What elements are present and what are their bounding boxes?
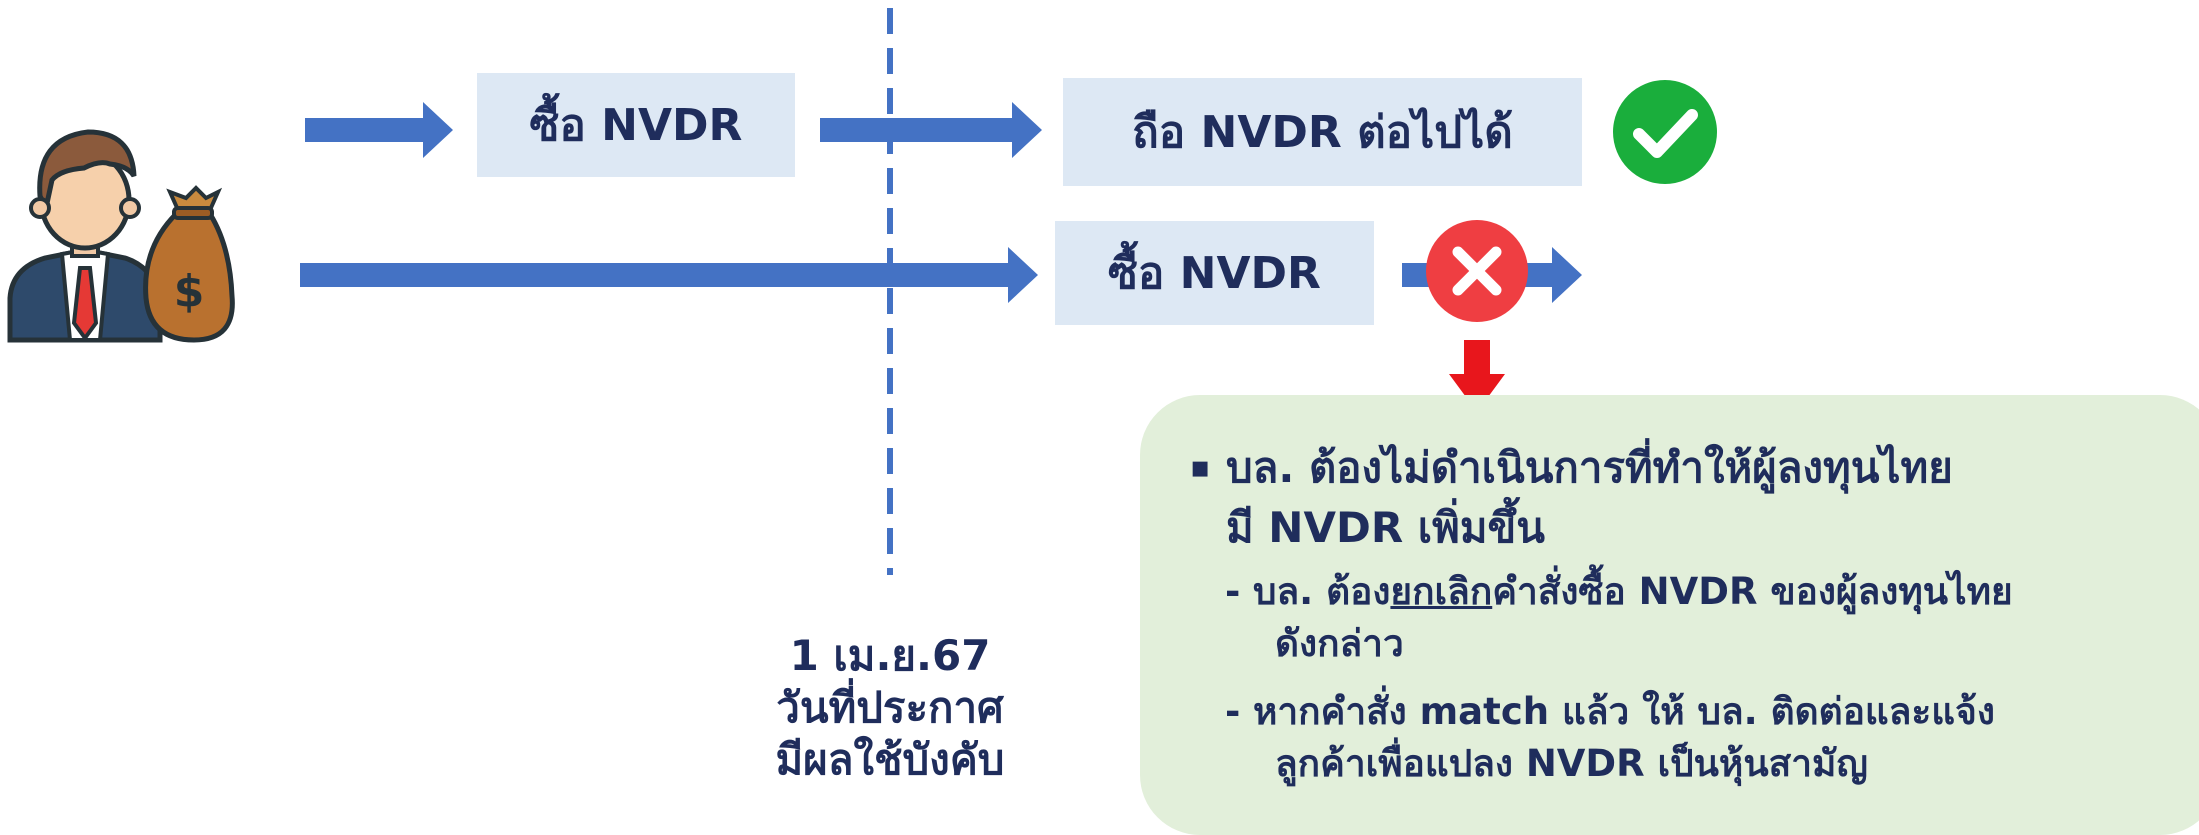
check-circle-icon bbox=[1613, 80, 1717, 184]
red-down-arrow bbox=[1449, 340, 1505, 412]
date-text: 1 เม.ย.67 bbox=[789, 631, 991, 680]
sub2-line1: หากคำสั่ง match แล้ว ให้ บล. ติดต่อและแจ… bbox=[1253, 690, 1995, 733]
main-point-line1: บล. ต้องไม่ดำเนินการที่ทำให้ผู้ลงทุนไทย bbox=[1226, 443, 1953, 492]
announcement-date-line bbox=[887, 8, 893, 575]
investor-icon: $ bbox=[7, 129, 235, 343]
note-main-point: ▪ บล. ต้องไม่ดำเนินการที่ทำให้ผู้ลงทุนไท… bbox=[1190, 438, 2190, 558]
sub1-pre: บล. ต้อง bbox=[1253, 570, 1391, 613]
date-caption-line2: วันที่ประกาศ bbox=[776, 683, 1004, 732]
announcement-date-label: 1 เม.ย.67 วันที่ประกาศ มีผลใช้บังคับ bbox=[700, 630, 1080, 786]
dash-marker: - bbox=[1225, 690, 1241, 733]
buy-nvdr-box-top: ซื้อ NVDR bbox=[477, 73, 795, 177]
sub1-underlined: ยกเลิก bbox=[1390, 570, 1493, 613]
main-point-line2: มี NVDR เพิ่มขึ้น bbox=[1226, 503, 1545, 552]
buy-nvdr-box-bottom: ซื้อ NVDR bbox=[1055, 221, 1374, 325]
sub1-post: คำสั่งซื้อ NVDR ของผู้ลงทุนไทย bbox=[1492, 570, 2013, 613]
note-sub-point-2: - หากคำสั่ง match แล้ว ให้ บล. ติดต่อและ… bbox=[1225, 686, 2199, 790]
requirements-note-panel bbox=[1140, 395, 2199, 835]
hold-nvdr-box: ถือ NVDR ต่อไปได้ bbox=[1063, 78, 1582, 186]
sub2-line2: ลูกค้าเพื่อแปลง NVDR เป็นหุ้นสามัญ bbox=[1275, 742, 1868, 785]
sub1-line2: ดังกล่าว bbox=[1275, 622, 1404, 665]
note-sub-point-1: - บล. ต้องยกเลิกคำสั่งซื้อ NVDR ของผู้ลง… bbox=[1225, 566, 2199, 670]
arrow-to-buy-bottom bbox=[300, 247, 1038, 303]
arrow-to-hold bbox=[820, 102, 1042, 158]
svg-text:$: $ bbox=[174, 266, 205, 317]
bullet-icon: ▪ bbox=[1190, 450, 1211, 485]
dash-marker: - bbox=[1225, 570, 1241, 613]
arrow-to-buy-top bbox=[305, 102, 453, 158]
date-caption-line3: มีผลใช้บังคับ bbox=[775, 735, 1005, 784]
x-circle-icon bbox=[1426, 220, 1528, 322]
